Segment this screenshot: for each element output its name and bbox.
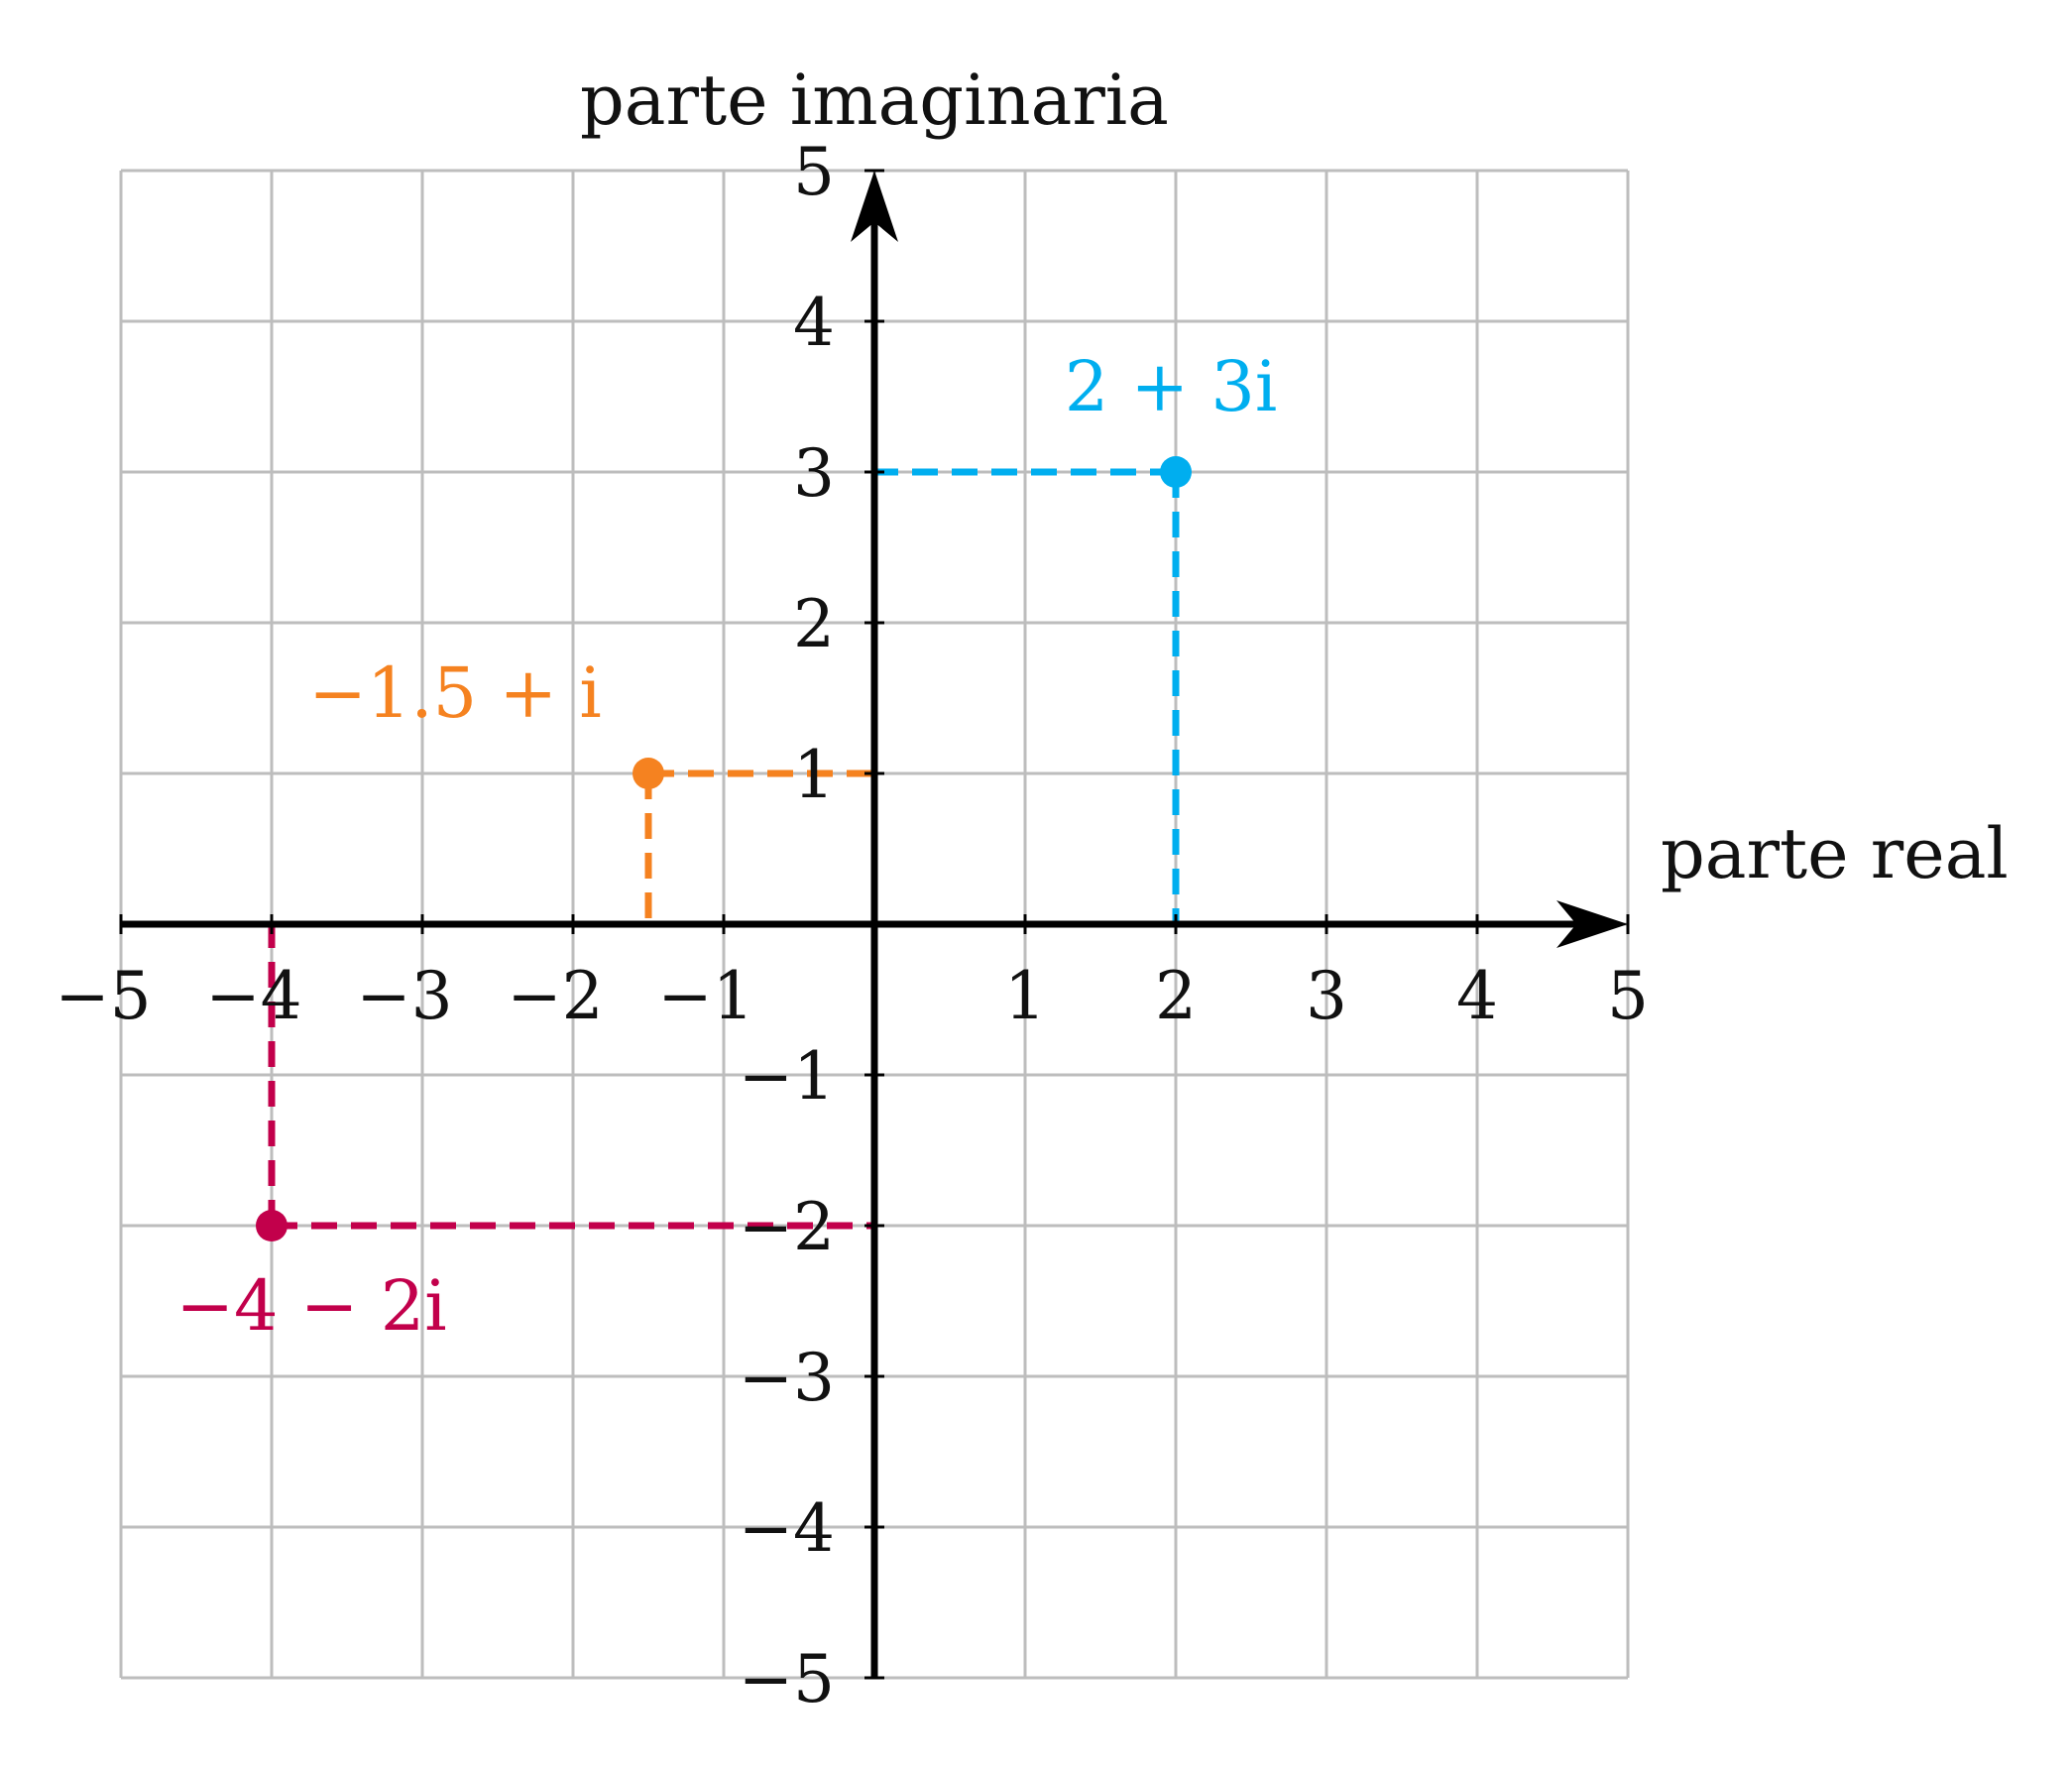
y-tick-label: 5 (793, 134, 835, 210)
x-axis-label: parte real (1661, 813, 2009, 894)
y-tick-label: −4 (739, 1490, 835, 1567)
x-axis-arrow (1556, 900, 1628, 948)
x-tick-label: −1 (657, 958, 753, 1034)
axes (121, 171, 1628, 1678)
x-tick-label: −5 (55, 958, 151, 1034)
y-tick-label: −2 (739, 1189, 835, 1265)
y-tick-label: −5 (739, 1641, 835, 1717)
y-tick-label: 3 (793, 435, 835, 512)
y-tick-label: 1 (793, 737, 835, 813)
tick-labels: −5 −4 −3 −2 −1 1 2 3 4 5 −5 −4 −3 −2 −1 1 2 3 4 5 (55, 134, 1649, 1717)
data-point-label: −4 − 2i (175, 1265, 446, 1347)
x-tick-label: 1 (1004, 958, 1046, 1034)
y-axis-arrow (851, 171, 898, 242)
data-point (256, 1210, 288, 1241)
data-point-label: −1.5 + i (308, 652, 602, 734)
data-point (633, 758, 664, 789)
y-tick-label: 2 (793, 586, 835, 662)
x-tick-label: −3 (356, 958, 452, 1034)
x-tick-label: −2 (507, 958, 603, 1034)
y-tick-label: 4 (793, 285, 835, 361)
guide-lines (268, 468, 1180, 1230)
x-tick-label: 2 (1155, 958, 1197, 1034)
y-tick-label: −1 (739, 1038, 835, 1115)
data-point (1160, 456, 1192, 488)
y-axis-label: parte imaginaria (580, 59, 1169, 141)
data-points: 2 + 3i −1.5 + i −4 − 2i (175, 346, 1277, 1347)
x-tick-label: 5 (1607, 958, 1649, 1034)
x-tick-label: −4 (205, 958, 301, 1034)
y-tick-label: −3 (739, 1340, 835, 1416)
x-tick-label: 4 (1456, 958, 1498, 1034)
data-point-label: 2 + 3i (1065, 346, 1278, 427)
x-tick-label: 3 (1306, 958, 1347, 1034)
